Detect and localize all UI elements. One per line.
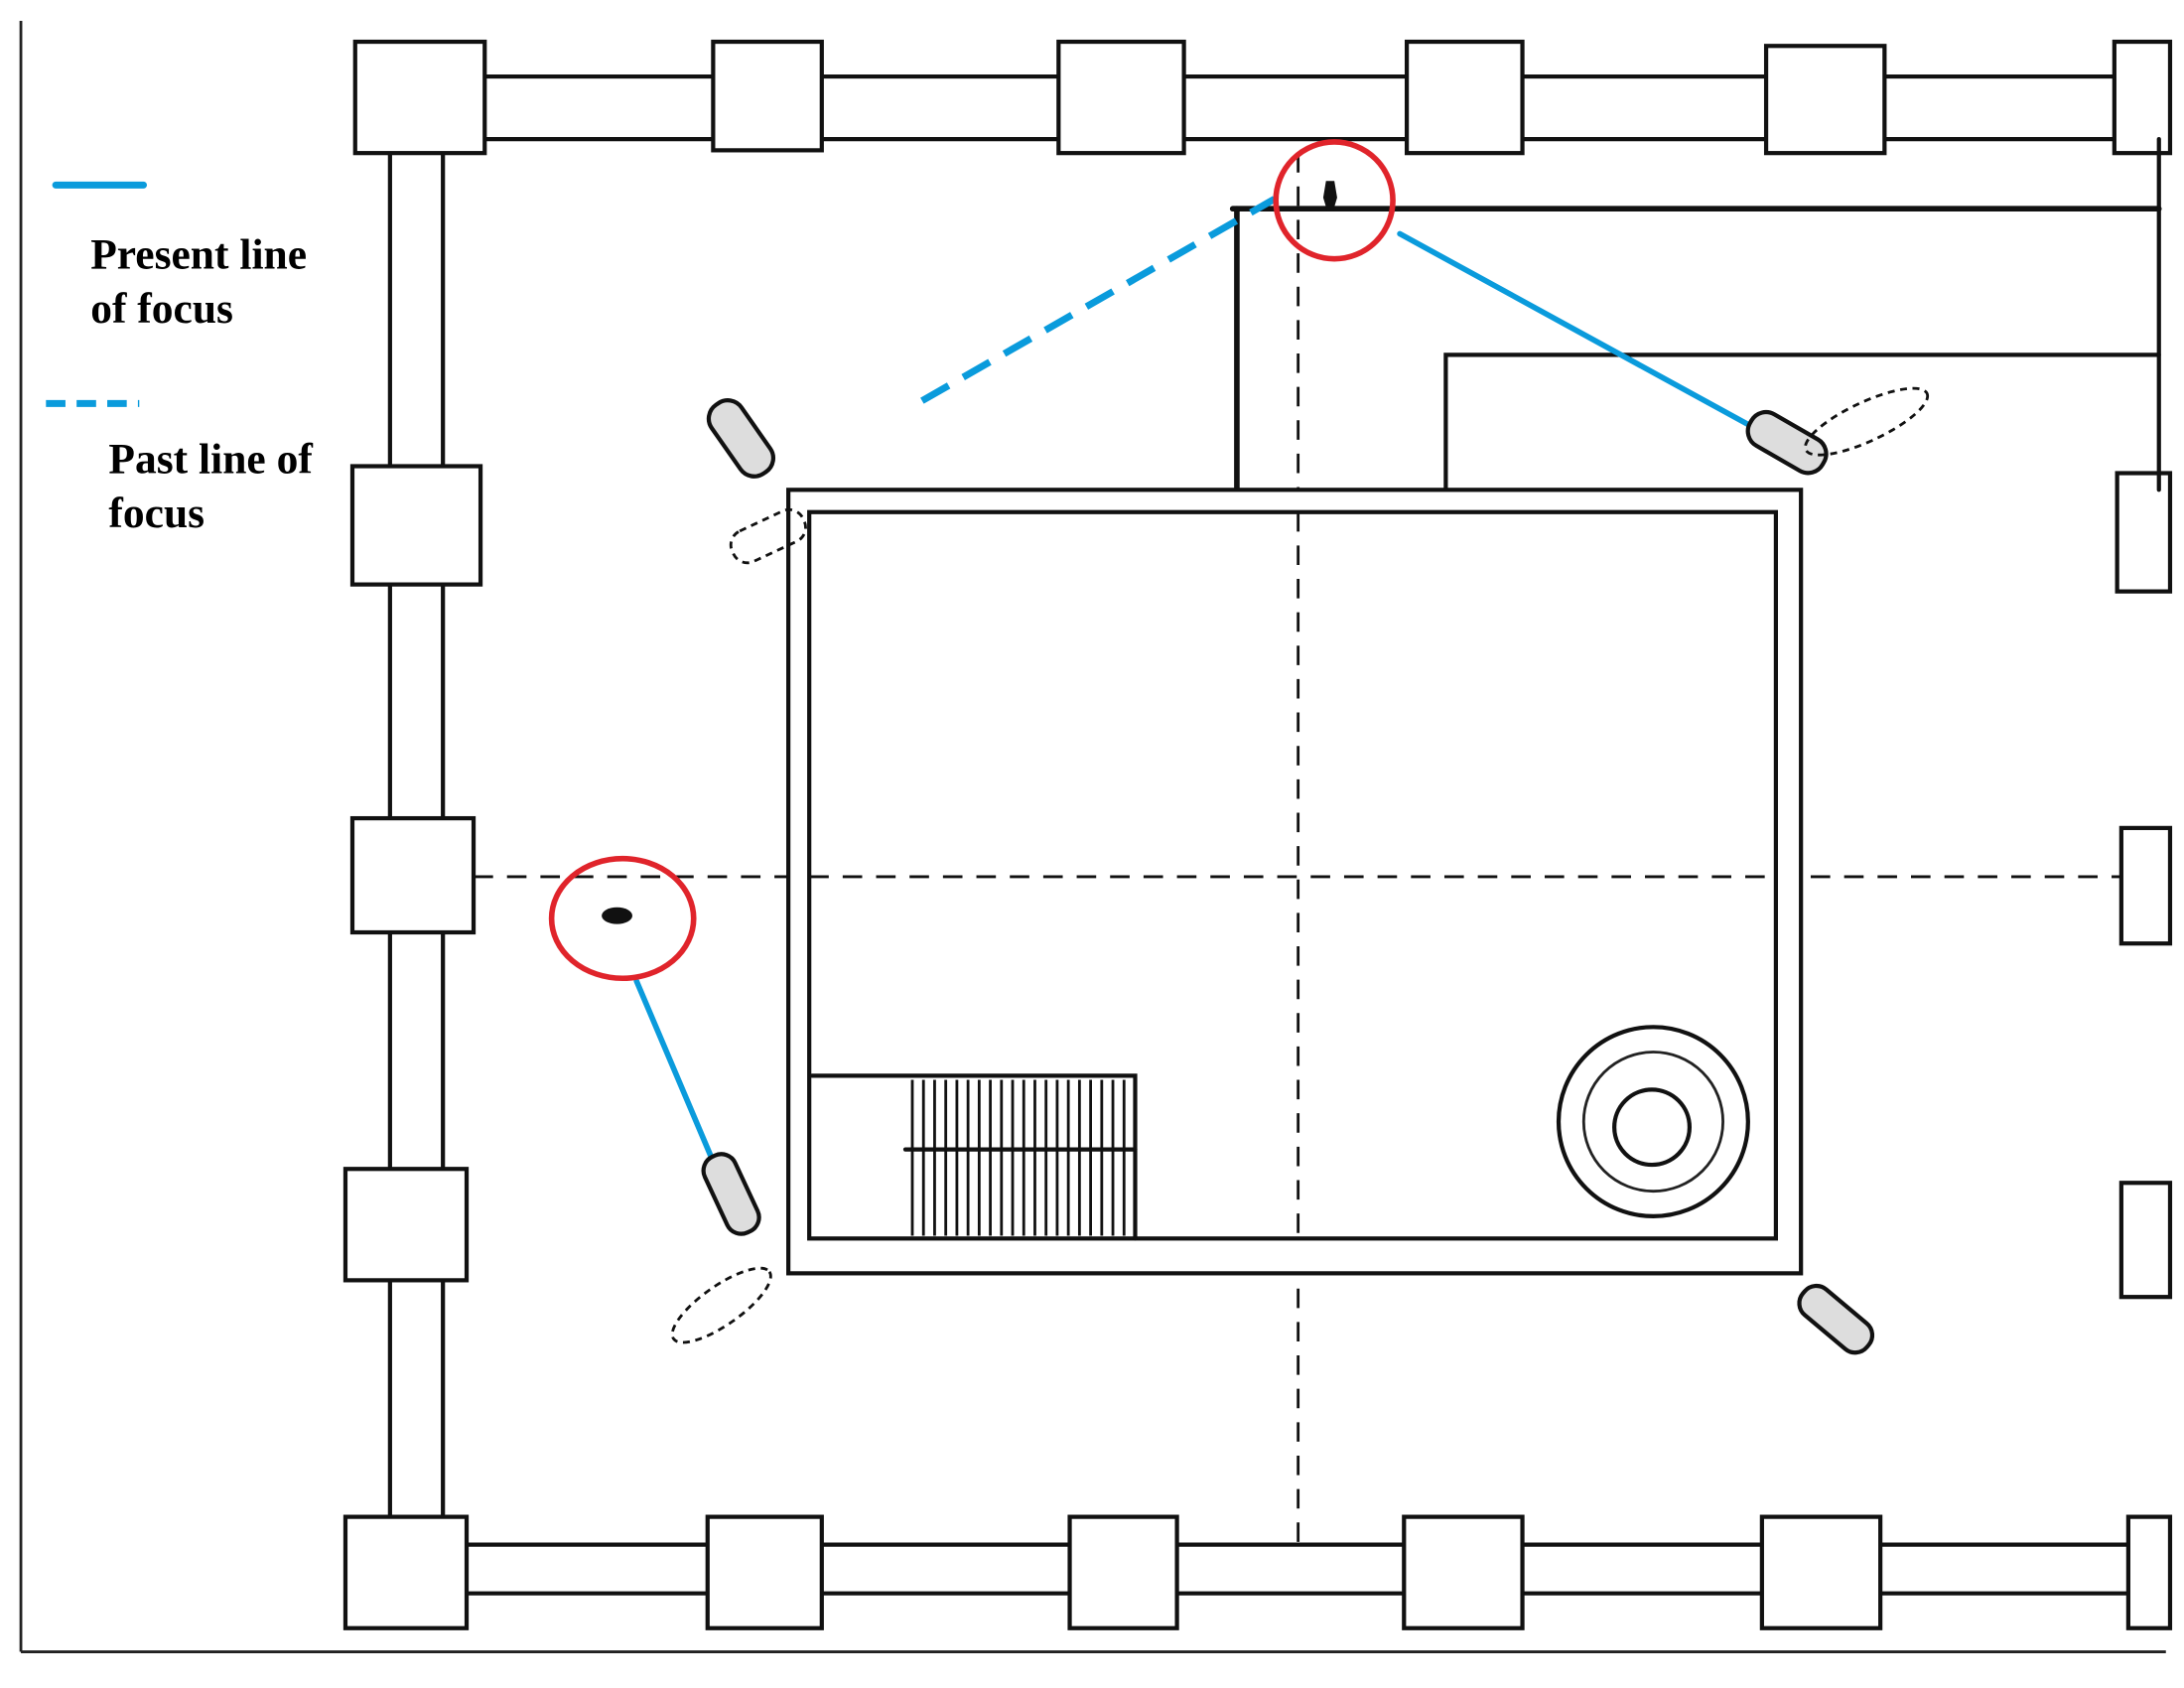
pillar bbox=[711, 39, 824, 153]
pillar bbox=[1763, 44, 1887, 156]
camera-past-position bbox=[670, 1266, 772, 1344]
legend-present-label-2: of focus bbox=[90, 285, 233, 333]
camera-icon bbox=[701, 1152, 761, 1236]
camera-icon bbox=[1797, 1283, 1875, 1355]
present-focus-line bbox=[1397, 230, 1751, 428]
pillars bbox=[342, 39, 2173, 1630]
round-object bbox=[1556, 1025, 1750, 1218]
back-room bbox=[1229, 137, 2162, 493]
pillar bbox=[349, 815, 477, 935]
legend-past-label-2: focus bbox=[108, 490, 205, 537]
present-focus-line bbox=[633, 978, 714, 1159]
pillar bbox=[349, 464, 483, 587]
legend-past-label-1: Past line of bbox=[108, 436, 313, 484]
camera-past-position bbox=[1804, 386, 1930, 457]
pillar bbox=[2125, 1514, 2173, 1630]
pillar bbox=[705, 1514, 824, 1630]
top-wall bbox=[415, 73, 2168, 142]
camera-icon bbox=[1745, 409, 1829, 476]
legend-present-label-1: Present line bbox=[90, 231, 307, 279]
camera-icon bbox=[706, 398, 807, 565]
subject-marker-icon bbox=[548, 855, 697, 982]
pillar bbox=[2115, 471, 2173, 594]
pillar bbox=[2118, 825, 2173, 946]
pillar bbox=[342, 1167, 470, 1283]
subject-marker-icon bbox=[1273, 139, 1396, 262]
page-border bbox=[19, 21, 2166, 1653]
pillar bbox=[2112, 39, 2173, 156]
pillar bbox=[1402, 1514, 1525, 1630]
pillar bbox=[1056, 39, 1186, 156]
past-focus-line bbox=[920, 196, 1277, 404]
legend: Present line of focus Past line of focus bbox=[46, 181, 313, 537]
stairs bbox=[809, 1073, 1138, 1241]
pillar bbox=[1067, 1514, 1179, 1630]
pillar bbox=[1404, 39, 1525, 156]
pillar bbox=[2118, 1181, 2173, 1300]
pillar bbox=[352, 39, 487, 156]
pillar bbox=[1759, 1514, 1883, 1630]
pillar bbox=[342, 1514, 470, 1630]
stage bbox=[786, 488, 1804, 1276]
